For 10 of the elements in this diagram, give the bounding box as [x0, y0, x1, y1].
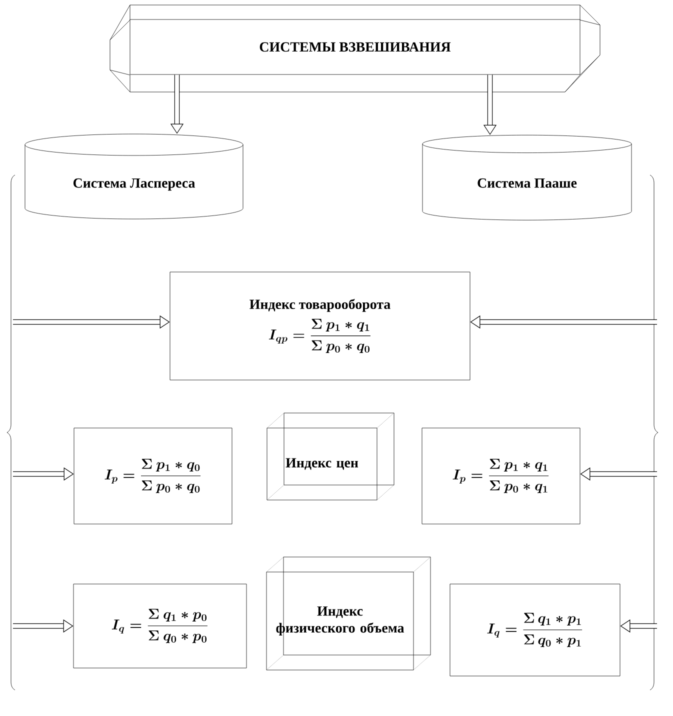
concept-cube: Индекс цен — [266, 412, 394, 500]
title-prism: СИСТЕМЫ ВЗВЕШИВАНИЯ — [110, 4, 600, 92]
concept-cube: Индекс физического объема — [266, 556, 431, 670]
formula-box: $I_{q} = \frac{\Sigma\, q_1 * p_1}{\Sigma\, q_0 * p_1}$ — [450, 584, 620, 676]
system-cylinder: Система Пааше — [422, 134, 632, 220]
system-cylinder: Система Ласпереса — [24, 134, 244, 220]
formula-box: Индекс товарооборота $I_{qp} = \frac{\Sigma\ p_1 * q_1}{\Sigma\ p_0 * q_0}$ — [170, 272, 470, 380]
formula-box: $I_{p} = \frac{\Sigma\ p_1 * q_1}{\Sigma\ p_0 * q_1}$ — [422, 428, 580, 524]
formula-box: $I_{p} = \frac{\Sigma\ p_1 * q_0}{\Sigma\ p_0 * q_0}$ — [74, 428, 232, 524]
formula-box: $I_{q} = \frac{\Sigma\ q_1 * p_0}{\Sigma\ q_0 * p_0}$ — [73, 584, 247, 668]
